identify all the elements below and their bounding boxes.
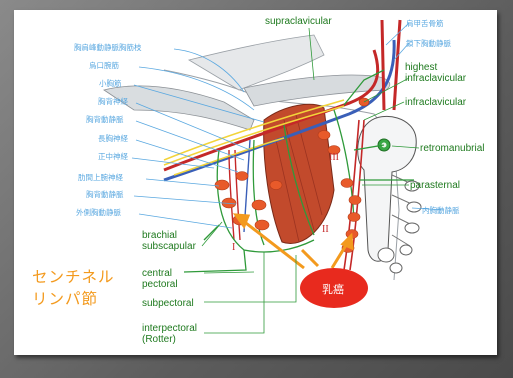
level-1-mark: I (232, 242, 235, 253)
label-retromanubrial: retromanubrial (420, 143, 484, 154)
label-long-thoracic-nerve: 長胸神経 (98, 133, 128, 144)
label-thoracodorsal-vessels-1: 胸背動静脈 (86, 114, 124, 125)
label-thoracodorsal-nerve: 胸背神経 (98, 96, 128, 107)
label-pectoralis-minor: 小胸筋 (99, 78, 122, 89)
label-lateral-thoracic-vessels: 外側胸動静脈 (76, 207, 121, 218)
label-subclavian-vessels: 鎖下胸動静脈 (406, 38, 451, 49)
label-parasternal: parasternal (410, 180, 460, 191)
label-breast-cancer: 乳癌 (322, 281, 344, 297)
arm-silhouette (104, 86, 254, 130)
level-3-mark: III (329, 152, 339, 163)
label-central-pectoral: central pectoral (142, 268, 178, 290)
label-thoracoacromial: 胸肩峰動静脈胸筋枝 (74, 42, 142, 53)
label-coracobrachialis: 烏口腕筋 (89, 60, 119, 71)
slide: I II III (14, 10, 497, 355)
label-subpectoral: subpectoral (142, 298, 194, 309)
level-2-mark: II (322, 224, 329, 235)
jugular-vessel (382, 20, 400, 110)
label-median-nerve: 正中神経 (98, 151, 128, 162)
label-supraclavicular: supraclavicular (265, 16, 332, 27)
label-brachial-subscapular: brachial subscapular (142, 230, 196, 252)
label-thoracodorsal-vessels-2: 胸背動静脈 (86, 189, 124, 200)
sternum (358, 116, 421, 273)
lateral-thoracic-vessel (229, 150, 240, 240)
label-omohyoid: 肩甲舌骨筋 (406, 18, 444, 29)
label-intercostobrachial-nerve: 肋間上腕神経 (78, 172, 123, 183)
label-interpectoral: interpectoral (Rotter) (142, 323, 197, 345)
label-highest-infraclavicular: highest infraclavicular (405, 62, 466, 84)
label-infraclavicular: infraclavicular (405, 97, 466, 108)
label-sentinel-lymph-node: センチネル リンパ節 (32, 266, 115, 310)
label-internal-thoracic: 内胸動静脈 (422, 205, 460, 216)
